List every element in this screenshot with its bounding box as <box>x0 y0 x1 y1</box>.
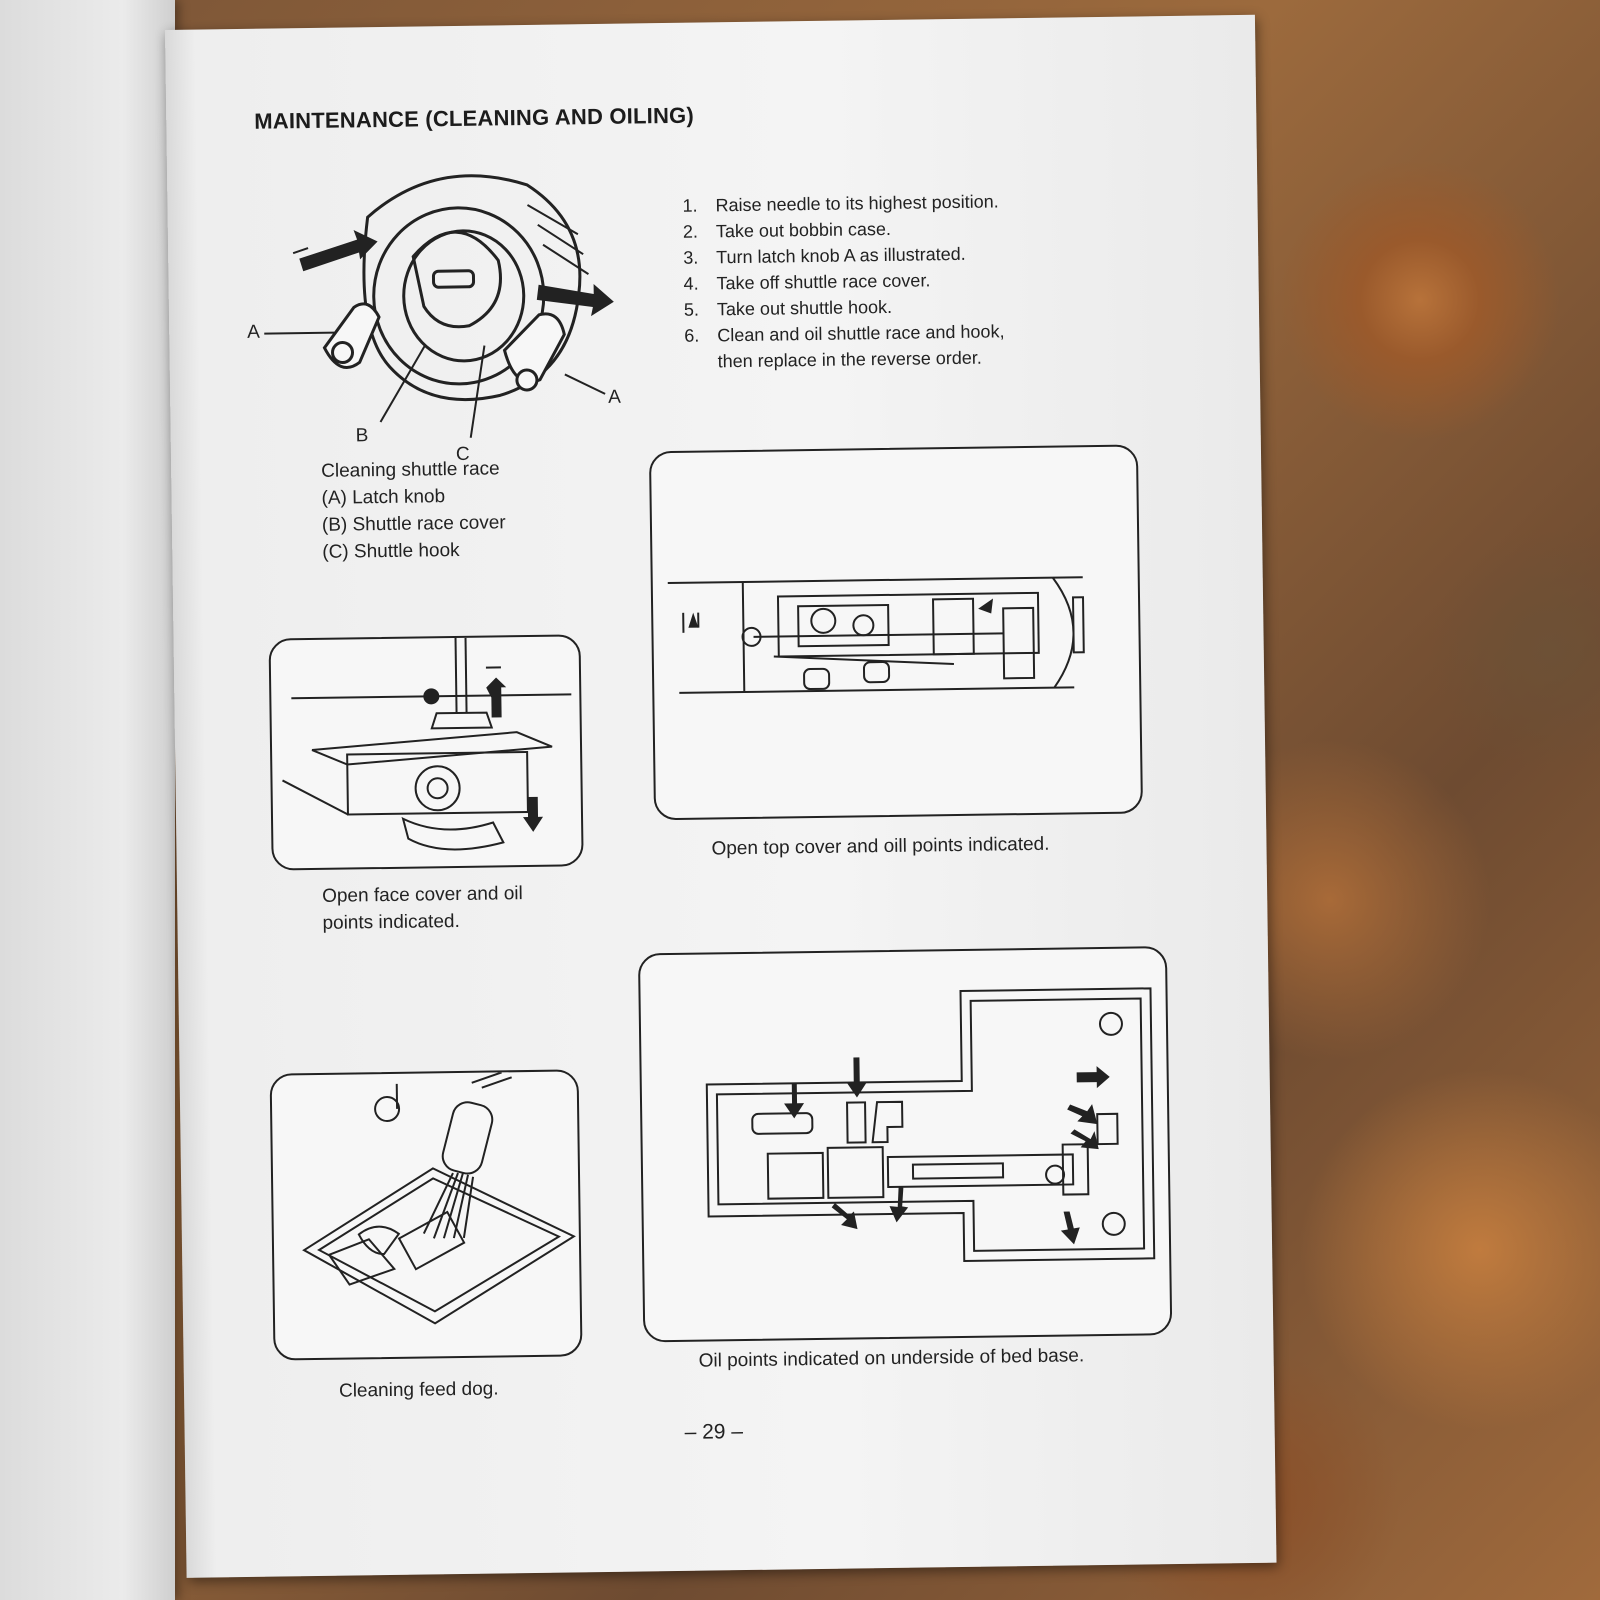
face-cover-caption-line: Open face cover and oil <box>321 883 523 907</box>
feed-dog-illustration <box>269 1069 583 1361</box>
face-cover-caption: Open face cover and oil points indicated… <box>322 880 523 937</box>
top-cover-illustration <box>648 444 1144 821</box>
page-title: MAINTENANCE (CLEANING AND OILING) <box>254 102 695 134</box>
label-a-left: A <box>247 321 261 343</box>
instruction-steps: 1.Raise needle to its highest position. … <box>682 188 1005 374</box>
step-item: 1.Raise needle to its highest position. <box>682 191 999 216</box>
left-page <box>0 0 175 1600</box>
page-number: – 29 – <box>684 1420 744 1444</box>
bed-base-illustration <box>637 946 1173 1343</box>
manual-page: MAINTENANCE (CLEANING AND OILING) <box>165 14 1277 1578</box>
step-item: 3.Turn latch knob A as illustrated. <box>683 243 966 268</box>
shuttle-caption: Cleaning shuttle race (A) Latch knob (B)… <box>321 455 506 566</box>
face-cover-illustration <box>268 634 584 871</box>
shuttle-caption-line: (A) Latch knob <box>321 486 446 509</box>
feed-dog-caption: Cleaning feed dog. <box>338 1378 499 1402</box>
label-a-right: A <box>608 386 622 408</box>
shuttle-caption-line: (C) Shuttle hook <box>322 539 460 563</box>
bed-base-caption: Oil points indicated on underside of bed… <box>698 1345 1085 1372</box>
step-item: then replace in the reverse order. <box>717 347 982 372</box>
label-b: B <box>355 425 369 447</box>
face-cover-caption-line: points indicated. <box>322 910 460 934</box>
shuttle-race-illustration: A A B C <box>237 143 641 469</box>
shuttle-caption-line: Cleaning shuttle race <box>321 458 500 482</box>
shuttle-caption-line: (B) Shuttle race cover <box>321 512 506 536</box>
top-cover-caption: Open top cover and oill points indicated… <box>711 833 1050 860</box>
